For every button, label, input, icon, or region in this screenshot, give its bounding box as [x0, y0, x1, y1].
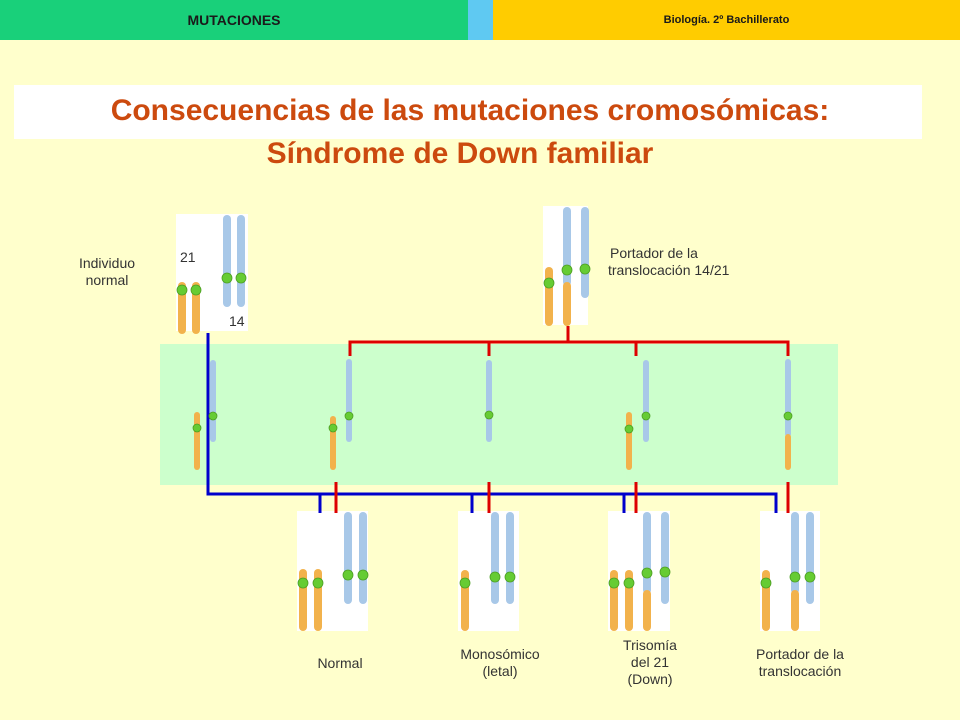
centromere	[543, 277, 555, 289]
centromere	[221, 272, 233, 284]
slide-subtitle: Síndrome de Down familiar	[266, 137, 654, 170]
chromosome-14	[806, 512, 814, 604]
offspring-label-line: (Down)	[627, 671, 673, 687]
header-course-bar	[493, 0, 960, 40]
centromere	[312, 577, 324, 589]
chromosome-14	[210, 360, 216, 442]
translocation-21-part	[643, 590, 651, 631]
centromere	[659, 566, 671, 578]
normal-parent-label-line1: Individuo	[78, 255, 136, 271]
carrier-parent-label-line1: Portador de la	[610, 245, 698, 261]
gametes-band	[160, 344, 838, 485]
chromosome-14	[643, 360, 649, 442]
centromere	[760, 577, 772, 589]
offspring-normal-karyotype	[297, 511, 368, 631]
chromosome-14	[344, 512, 352, 604]
chromosome-21	[545, 267, 553, 326]
chromosome-14	[661, 512, 669, 604]
translocation-21-part	[791, 590, 799, 631]
centromere	[190, 284, 202, 296]
centromere	[783, 411, 793, 421]
centromere	[208, 411, 218, 421]
translocation-14-part	[643, 512, 651, 594]
chromosome-14	[346, 359, 352, 442]
centromere	[344, 411, 354, 421]
chromosome-14	[359, 512, 367, 604]
offspring-label-normal: Normal	[290, 655, 390, 672]
chromosome-14	[581, 207, 589, 298]
centromere	[789, 571, 801, 583]
translocation-21-part	[563, 282, 571, 326]
header-section-title: MUTACIONES	[187, 12, 281, 28]
normal-parent-label-line2: normal	[85, 272, 129, 288]
centromere	[342, 569, 354, 581]
centromere	[504, 571, 516, 583]
translocation-14-part	[785, 359, 791, 437]
chromosome-21-label: 21	[180, 249, 196, 265]
centromere	[235, 272, 247, 284]
normal-parent-karyotype	[176, 214, 248, 331]
chromosome-14	[223, 215, 231, 307]
header-course: Biología. 2º Bachillerato	[663, 14, 790, 26]
centromere	[641, 567, 653, 579]
offspring-trisomy-karyotype	[608, 511, 670, 631]
centromere	[489, 571, 501, 583]
chromosome-14-label: 14	[229, 313, 245, 329]
chromosome-14	[237, 215, 245, 307]
offspring-label-line: Trisomía	[623, 637, 677, 653]
header-section-bar	[0, 0, 468, 40]
slide-title: Consecuencias de las mutaciones cromosóm…	[110, 94, 830, 127]
translocation-21-part	[785, 434, 791, 470]
centromere	[297, 577, 309, 589]
normal-parent-label: Individuo normal	[62, 255, 152, 289]
centromere	[579, 263, 591, 275]
centromere	[459, 577, 471, 589]
offspring-label-line: Normal	[317, 655, 363, 671]
centromere	[804, 571, 816, 583]
carrier-parent-label-line2: translocación 14/21	[608, 262, 730, 278]
centromere	[624, 424, 634, 434]
offspring-label-line: (letal)	[482, 663, 518, 679]
offspring-label-line: del 21	[630, 654, 670, 670]
centromere	[608, 577, 620, 589]
offspring-label-line: Portador de la	[756, 646, 844, 662]
offspring-label-line: Monosómico	[460, 646, 540, 662]
centromere	[484, 410, 494, 420]
chromosome-21	[194, 412, 200, 470]
centromere	[357, 569, 369, 581]
chromosome-14	[491, 512, 499, 604]
offspring-label-carrier: Portador de la translocación	[730, 646, 870, 680]
offspring-label-trisomy: Trisomía del 21 (Down)	[590, 637, 710, 688]
carrier-parent-label: Portador de la translocación 14/21	[608, 245, 790, 279]
chromosome-14	[506, 512, 514, 604]
centromere	[623, 577, 635, 589]
title-box	[14, 85, 922, 139]
centromere	[328, 423, 338, 433]
centromere	[192, 423, 202, 433]
offspring-label-monosomic: Monosómico (letal)	[440, 646, 560, 680]
centromere	[176, 284, 188, 296]
offspring-label-line: translocación	[758, 663, 842, 679]
chromosome-14	[486, 360, 492, 442]
centromere	[641, 411, 651, 421]
centromere	[561, 264, 573, 276]
chromosome-21	[626, 412, 632, 470]
header-accent-bar	[468, 0, 493, 40]
